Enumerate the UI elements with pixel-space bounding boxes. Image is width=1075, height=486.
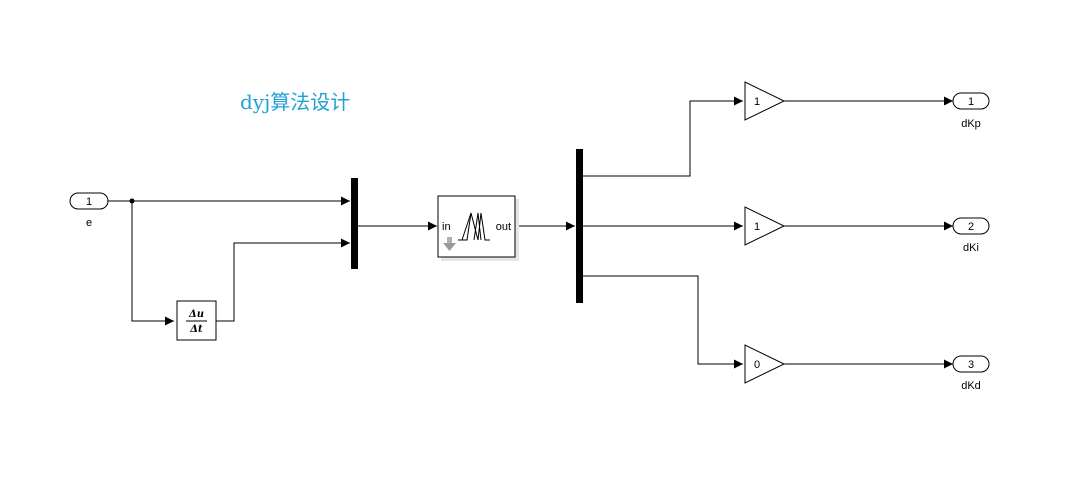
down-arrow-icon — [443, 237, 456, 251]
demux-block[interactable] — [576, 149, 583, 303]
outport-dkd-shape[interactable] — [952, 355, 990, 373]
signal-line-demux-to-gain-1[interactable] — [583, 96, 743, 177]
outport-dkp-number: 1 — [968, 96, 974, 108]
fuzzy-in-label: in — [442, 221, 451, 233]
signal-line-e-to-derivative[interactable] — [131, 201, 174, 326]
gain-1-shape[interactable] — [744, 81, 786, 121]
inport-e-shape[interactable] — [69, 192, 109, 210]
outport-dkp-label: dKp — [961, 118, 981, 130]
outport-dki-label: dKi — [963, 242, 979, 254]
outport-dki[interactable]: 2 dKi — [952, 217, 990, 254]
gain-1-value: 1 — [754, 96, 760, 108]
membership-functions-icon — [458, 212, 490, 241]
derivative-block[interactable]: Δu Δt — [176, 300, 217, 341]
derivative-numerator: Δu — [188, 309, 204, 320]
gain-block-2[interactable]: 1 — [744, 206, 786, 246]
model-annotation: dyj算法设计 — [240, 90, 350, 114]
outport-dkp[interactable]: 1 dKp — [952, 92, 990, 130]
inport-e[interactable]: 1 e — [69, 192, 109, 229]
signal-line-derivative-to-mux[interactable] — [216, 238, 350, 322]
branch-point — [129, 198, 135, 204]
gain-3-value: 0 — [754, 359, 760, 371]
gain-3-shape[interactable] — [744, 344, 786, 384]
outport-dki-shape[interactable] — [952, 217, 990, 235]
outport-dki-number: 2 — [968, 221, 974, 233]
outport-dkp-shape[interactable] — [952, 92, 990, 110]
mux-block[interactable] — [351, 178, 358, 269]
outport-dkd-label: dKd — [961, 380, 981, 392]
fuzzy-out-label: out — [496, 221, 511, 233]
gain-2-shape[interactable] — [744, 206, 786, 246]
outport-dkd-number: 3 — [968, 359, 974, 371]
gain-block-3[interactable]: 0 — [744, 344, 786, 384]
gain-2-value: 1 — [754, 221, 760, 233]
gain-block-1[interactable]: 1 — [744, 81, 786, 121]
signal-line-demux-to-gain-3[interactable] — [583, 275, 743, 369]
signal-lines — [108, 96, 953, 369]
inport-e-number: 1 — [86, 196, 92, 208]
outport-dkd[interactable]: 3 dKd — [952, 355, 990, 392]
inport-e-label: e — [86, 217, 92, 229]
derivative-denominator: Δt — [189, 324, 203, 335]
fuzzy-logic-controller[interactable]: in out — [437, 195, 519, 261]
